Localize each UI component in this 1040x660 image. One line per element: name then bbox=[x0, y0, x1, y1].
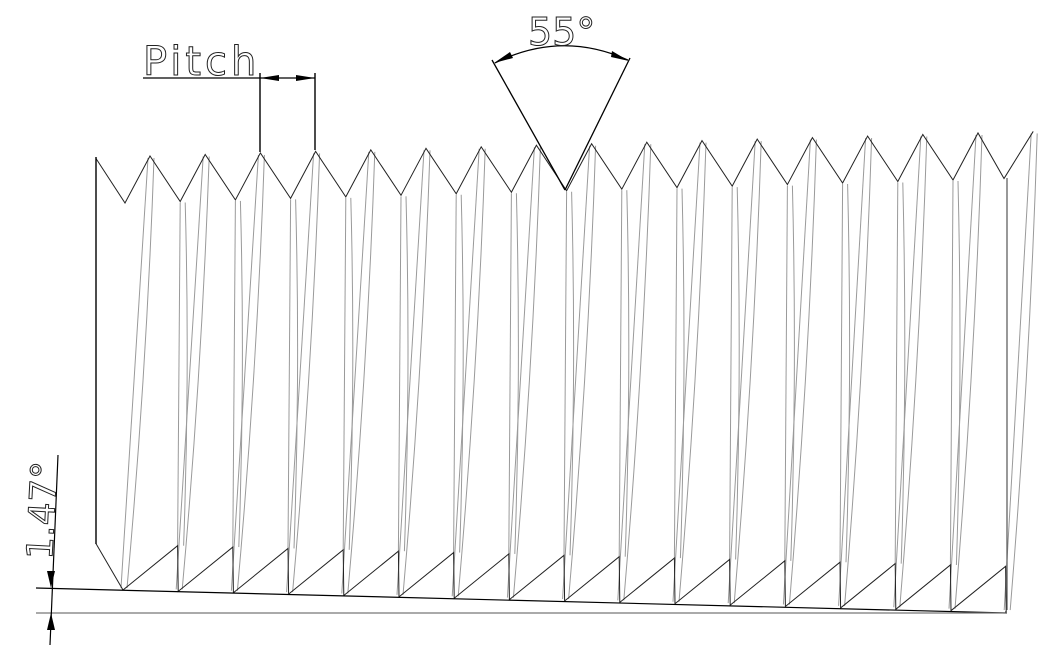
top-thread-profile bbox=[95, 131, 1034, 204]
helix-line bbox=[569, 191, 575, 556]
helix-line bbox=[236, 154, 265, 591]
helix-line bbox=[293, 199, 299, 549]
angle-dimension: 55° bbox=[491, 10, 631, 191]
helix-line bbox=[624, 190, 630, 557]
helix-line bbox=[397, 196, 402, 552]
helix-line bbox=[341, 151, 370, 594]
helix-line bbox=[238, 200, 243, 548]
helix-line bbox=[347, 151, 376, 594]
arrow-up-icon bbox=[47, 613, 55, 630]
helix-line bbox=[735, 187, 740, 560]
helix-line bbox=[292, 153, 321, 593]
helix-line bbox=[727, 141, 756, 604]
helix-line bbox=[729, 187, 733, 560]
helix-line bbox=[678, 142, 707, 602]
helix-line bbox=[120, 157, 149, 589]
arrow-right-icon bbox=[296, 75, 315, 81]
arrow-right-icon bbox=[611, 51, 629, 61]
helix-line bbox=[453, 194, 457, 553]
helix-line bbox=[175, 156, 204, 590]
helix-line bbox=[403, 196, 409, 552]
helix-line bbox=[562, 145, 591, 600]
helix-line bbox=[230, 154, 259, 591]
helix-line bbox=[838, 138, 867, 606]
taper-label: 1.47° bbox=[20, 460, 66, 560]
helix-line bbox=[512, 147, 541, 598]
helix-line bbox=[894, 182, 899, 564]
helix-line bbox=[342, 197, 347, 550]
helix-line bbox=[514, 193, 519, 554]
helix-line bbox=[782, 139, 811, 605]
helix-line bbox=[839, 184, 844, 563]
taper-reference-line bbox=[35, 587, 1008, 614]
helix-line bbox=[954, 134, 983, 609]
helix-line bbox=[287, 199, 292, 549]
arrow-left-icon bbox=[494, 52, 513, 63]
helix-line bbox=[232, 200, 236, 548]
helix-line bbox=[672, 142, 701, 602]
helix-line bbox=[623, 144, 652, 601]
helix-line bbox=[126, 157, 155, 589]
arrow-down-icon bbox=[47, 571, 55, 588]
taper-dimension: 1.47° bbox=[20, 454, 67, 646]
helix-line bbox=[459, 194, 464, 553]
helix-lines bbox=[120, 133, 1038, 611]
helix-line bbox=[177, 202, 181, 546]
helix-line bbox=[733, 141, 762, 604]
helix-line bbox=[617, 144, 646, 601]
helix-line bbox=[568, 145, 597, 600]
helix-line bbox=[1009, 133, 1038, 611]
helix-line bbox=[949, 180, 954, 565]
helix-line bbox=[1003, 133, 1032, 611]
helix-line bbox=[673, 188, 678, 559]
helix-line bbox=[844, 138, 873, 606]
helix-line bbox=[506, 147, 535, 598]
helix-line bbox=[948, 134, 977, 609]
helix-line bbox=[402, 150, 431, 595]
helix-line bbox=[893, 136, 922, 608]
helix-line bbox=[451, 148, 480, 597]
helix-line bbox=[508, 193, 512, 554]
helix-line bbox=[784, 185, 788, 561]
helix-line bbox=[679, 188, 685, 559]
helix-line bbox=[396, 150, 425, 595]
helix-line bbox=[457, 148, 486, 597]
helix-line bbox=[955, 180, 961, 565]
arrow-left-icon bbox=[260, 75, 279, 81]
pitch-label: Pitch bbox=[143, 39, 260, 85]
helix-line bbox=[286, 153, 315, 593]
helix-line bbox=[563, 191, 568, 556]
helix-line bbox=[900, 182, 906, 564]
helix-line bbox=[183, 202, 188, 546]
helix-line bbox=[845, 184, 851, 563]
helix-line bbox=[348, 197, 354, 550]
helix-line bbox=[788, 139, 817, 605]
angle-label: 55° bbox=[528, 10, 595, 54]
helix-line bbox=[899, 136, 928, 608]
helix-line bbox=[790, 185, 795, 561]
helix-line bbox=[618, 190, 623, 557]
pitch-dimension: Pitch bbox=[143, 39, 316, 152]
helix-line bbox=[181, 156, 210, 590]
